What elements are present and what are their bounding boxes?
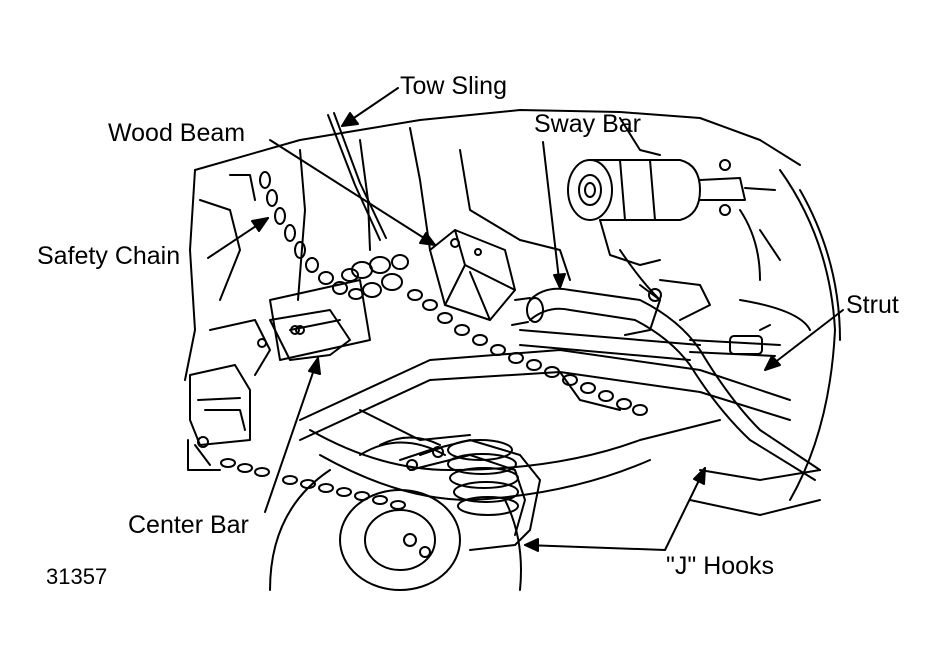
j-hook bbox=[399, 439, 541, 551]
safety-chain-label: Safety Chain bbox=[37, 242, 181, 270]
wood-beam-label: Wood Beam bbox=[108, 119, 246, 147]
body-structure bbox=[184, 109, 841, 501]
tow-sling bbox=[327, 112, 387, 241]
steering-gear bbox=[567, 159, 776, 336]
j-hooks-label: "J" Hooks bbox=[666, 552, 775, 580]
wheel bbox=[269, 436, 522, 591]
wood-beam-block bbox=[429, 229, 516, 321]
leader-arrows bbox=[207, 87, 844, 552]
center-bar bbox=[269, 279, 371, 361]
sway-bar bbox=[511, 287, 821, 481]
tow-sling-label: Tow Sling bbox=[400, 72, 507, 100]
center-bar-label: Center Bar bbox=[128, 511, 249, 539]
strut-label: Strut bbox=[846, 291, 899, 319]
front-bumper bbox=[187, 309, 351, 471]
sway-bar-label: Sway Bar bbox=[534, 110, 641, 138]
figure-number: 31357 bbox=[46, 564, 108, 589]
strut-rod bbox=[519, 324, 781, 361]
safety-chain bbox=[220, 171, 648, 510]
